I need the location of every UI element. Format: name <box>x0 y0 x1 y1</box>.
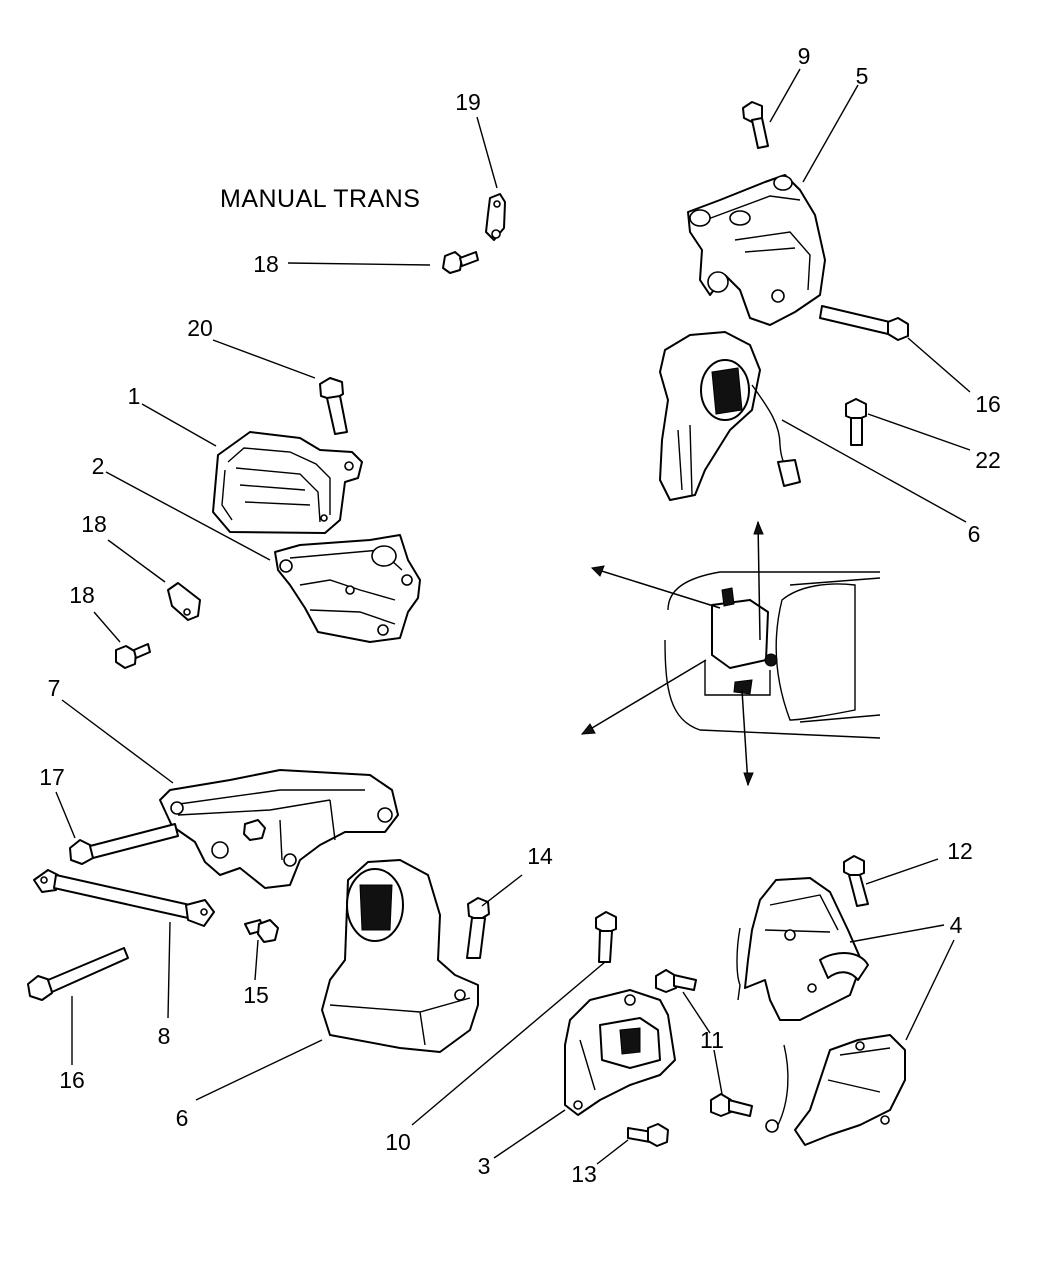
callout-19: 18 <box>81 511 107 537</box>
callout-4: 4 <box>950 912 963 938</box>
callout-16-left: 16 <box>59 1067 85 1093</box>
part-6-mount-center <box>321 859 479 1053</box>
callout-16-right: 16 <box>975 391 1001 417</box>
part-18-bolt-top <box>442 251 479 274</box>
leader-lines <box>55 68 971 1165</box>
part-12-bolt <box>843 855 869 907</box>
part-16-bolt-left <box>27 947 129 1001</box>
callout-6-upper: 6 <box>968 521 981 547</box>
callout-15: 15 <box>243 982 269 1008</box>
part-11-bolts <box>655 969 753 1117</box>
callout-11: 11 <box>700 1027 724 1053</box>
part-9-bolt <box>742 101 769 149</box>
part-22-bolt <box>845 398 867 446</box>
part-20-bolt <box>319 377 348 435</box>
part-4-bracket-upper <box>736 877 869 1021</box>
callout-22: 22 <box>975 447 1001 473</box>
part-8-rod <box>33 869 215 927</box>
callout-21: 19 <box>455 89 481 115</box>
part-3-mount <box>564 989 676 1116</box>
part-19-bracket <box>167 582 201 621</box>
part-14-bolt <box>466 897 490 959</box>
diagram-title: MANUAL TRANS <box>220 185 420 213</box>
part-16-bolt-right <box>819 305 909 341</box>
callout-3: 3 <box>478 1153 491 1179</box>
callout-9: 9 <box>798 43 811 69</box>
callout-numbers: 19 18 20 1 2 18 18 7 17 8 15 16 6 14 10 … <box>39 43 1001 1187</box>
callout-7: 7 <box>48 675 61 701</box>
part-1-mount <box>212 431 363 534</box>
callout-2: 2 <box>92 453 105 479</box>
callout-5: 5 <box>856 63 869 89</box>
part-7-bracket <box>159 769 399 889</box>
part-2-bracket <box>274 534 421 643</box>
part-5-bracket <box>687 174 826 326</box>
part-13-bolt <box>627 1123 669 1147</box>
part-4-bracket-lower <box>765 1034 906 1146</box>
part-6-mount-upper <box>659 331 801 501</box>
callout-8: 8 <box>158 1023 171 1049</box>
callout-17: 17 <box>39 764 65 790</box>
part-17-bolt <box>69 823 179 865</box>
callout-12: 12 <box>947 838 973 864</box>
part-21-bracket <box>485 193 506 241</box>
callout-18-top: 18 <box>253 251 279 277</box>
callout-14: 14 <box>527 843 553 869</box>
callout-13: 13 <box>571 1161 597 1187</box>
callout-1: 1 <box>128 383 141 409</box>
callout-20: 20 <box>187 315 213 341</box>
part-10-bolt <box>595 911 617 963</box>
callout-18-left: 18 <box>69 582 95 608</box>
callout-6-center: 6 <box>176 1105 189 1131</box>
callout-10: 10 <box>385 1129 411 1155</box>
part-15-bolt <box>244 919 279 943</box>
vehicle-location-inset <box>580 520 881 787</box>
part-18-bolt-left <box>115 643 151 669</box>
